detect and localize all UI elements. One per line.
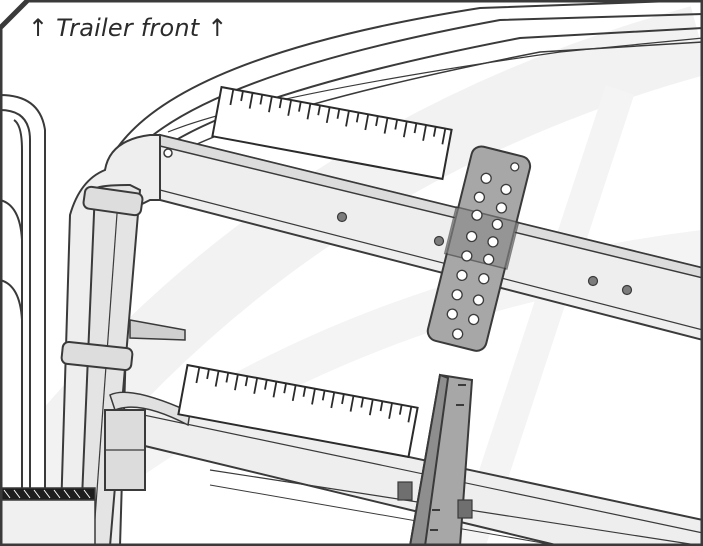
beam-bolt [433, 235, 445, 247]
ruler-tick [268, 96, 273, 113]
ruler-tick [234, 374, 239, 391]
ruler-tick [229, 89, 235, 106]
ruler-tick [422, 124, 427, 141]
ruler-tick [402, 121, 408, 138]
ruler-tick [259, 94, 264, 105]
ruler-tick [302, 386, 307, 397]
ruler-tick [278, 98, 283, 109]
ruler-tick [394, 119, 399, 130]
caption-text: Trailer front [56, 14, 200, 42]
ruler-tick [336, 108, 341, 119]
ruler-tick [206, 368, 210, 380]
ruler-tick [195, 367, 201, 384]
ruler-lower [177, 363, 419, 459]
ruler-tick [317, 105, 321, 116]
ruler-tick [253, 377, 259, 394]
ruler-tick [272, 381, 278, 398]
ruler-tick [360, 397, 365, 408]
up-arrow-icon: ↑ [207, 14, 228, 42]
ruler-tick [283, 383, 287, 394]
ruler-tick [240, 90, 244, 102]
ruler-tick [441, 128, 447, 145]
up-arrow-icon: ↑ [28, 14, 49, 42]
beam-bolt [336, 211, 348, 223]
ruler-tick [383, 117, 389, 134]
ruler-tick [413, 123, 418, 134]
ruler-tick [306, 103, 312, 120]
ruler-tick [355, 112, 360, 123]
ruler-tick [388, 402, 393, 419]
ruler-tick [214, 370, 220, 387]
ruler-tick [364, 114, 370, 131]
ruler-tick [330, 392, 336, 409]
ruler-tick [225, 372, 230, 383]
ruler-tick [432, 126, 437, 137]
ruler-tick [298, 101, 302, 112]
ruler-tick [248, 92, 254, 109]
bottom-left-plate [0, 487, 96, 546]
ruler-tick [311, 388, 316, 405]
bunk-bracket-lower [397, 373, 474, 546]
ruler-tick [349, 395, 355, 412]
beam-bolt [621, 284, 633, 296]
ruler-tick [264, 379, 268, 390]
ruler-tick [244, 376, 249, 387]
bunk-bracket-upper [426, 145, 532, 352]
ruler-upper [211, 85, 453, 181]
ruler-tick [375, 115, 379, 127]
watermark-slash [455, 85, 635, 546]
trailer-front-caption: ↑ Trailer front ↑ [28, 14, 228, 42]
ruler-tick [287, 99, 293, 116]
ruler-tick [398, 404, 403, 415]
ruler-tick [291, 384, 297, 402]
ruler-tick [407, 406, 413, 423]
beam-hole [163, 148, 173, 158]
ruler-tick [325, 106, 331, 124]
ruler-tick [341, 393, 345, 405]
vertical-tube [58, 134, 191, 546]
left-frame [0, 93, 46, 546]
ruler-tick [368, 399, 374, 416]
ruler-tick [345, 110, 350, 127]
beam-bolt [587, 275, 599, 287]
ruler-tick [379, 401, 384, 412]
ruler-tick [321, 390, 326, 401]
